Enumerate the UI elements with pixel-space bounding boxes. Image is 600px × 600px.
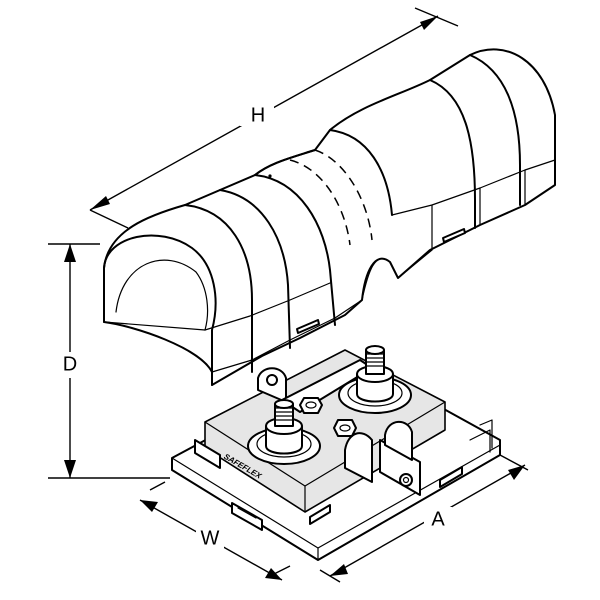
dimension-d-label: D bbox=[63, 353, 77, 375]
small-nut-rear bbox=[299, 397, 323, 414]
dimension-h: H bbox=[89, 7, 459, 229]
stud-right bbox=[338, 345, 412, 414]
dimension-d: D bbox=[48, 243, 170, 479]
dimension-w: W bbox=[139, 481, 291, 581]
small-nut-front bbox=[333, 419, 357, 437]
dimension-w-label: W bbox=[201, 527, 220, 549]
dimension-h-label: H bbox=[251, 104, 265, 126]
dimension-a: A bbox=[319, 454, 529, 583]
cover bbox=[103, 48, 556, 386]
stud-left bbox=[247, 399, 321, 465]
dimension-a-label: A bbox=[431, 508, 445, 530]
